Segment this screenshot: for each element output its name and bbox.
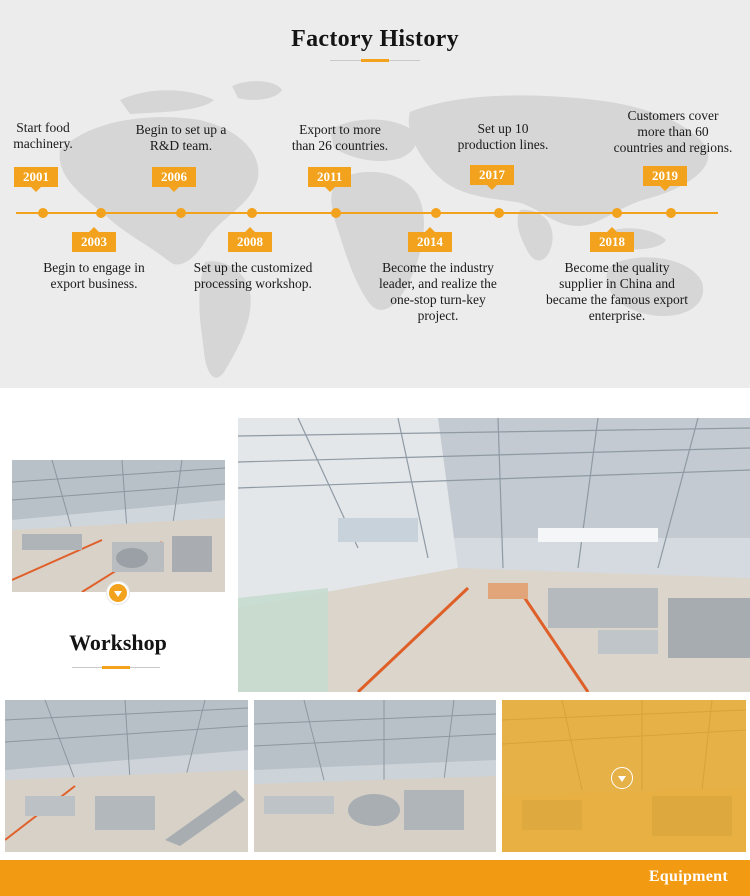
year-badge-2014: 2014: [408, 227, 452, 252]
timeline-dot-2018: [612, 208, 622, 218]
factory-hall-image: [238, 418, 750, 692]
chevron-down-circle-icon[interactable]: [107, 582, 129, 604]
year-badge-2001: 2001: [14, 167, 58, 192]
world-map-background: [59, 81, 709, 378]
timeline-dot-2019: [666, 208, 676, 218]
timeline-dot-2003: [96, 208, 106, 218]
year-badge-2019: 2019: [643, 166, 687, 191]
workshop-photo-small[interactable]: [12, 460, 225, 592]
chevron-down-circle-icon[interactable]: [611, 767, 633, 789]
processing-machines-image: [254, 700, 496, 852]
timeline-dot-2011: [331, 208, 341, 218]
workshop-title: Workshop: [69, 630, 167, 655]
timeline-dot-2017: [494, 208, 504, 218]
factory-history-section: Factory History 2001 2003 2006 2008 2011…: [0, 0, 750, 388]
timeline-dot-2008: [247, 208, 257, 218]
footer-bar: Equipment: [0, 860, 750, 896]
workshop-photo-bottom-1[interactable]: [5, 700, 248, 852]
timeline-dot-2014: [431, 208, 441, 218]
production-line-image: [5, 700, 248, 852]
workshop-photo-bottom-2[interactable]: [254, 700, 496, 852]
year-badge-2018: 2018: [590, 227, 634, 252]
workshop-title-divider-accent: [102, 666, 130, 669]
timeline-line: [16, 212, 718, 214]
year-badge-2017: 2017: [470, 165, 514, 190]
timeline-dot-2006: [176, 208, 186, 218]
year-badge-2003: 2003: [72, 227, 116, 252]
year-badge-2006: 2006: [152, 167, 196, 192]
year-badge-2008: 2008: [228, 227, 272, 252]
workshop-photo-large[interactable]: [238, 418, 750, 692]
timeline-dot-2001: [38, 208, 48, 218]
factory-interior-image: [12, 460, 225, 592]
title-divider-accent: [361, 59, 389, 62]
year-badge-2011: 2011: [308, 167, 352, 192]
history-title: Factory History: [291, 26, 459, 52]
equipment-label[interactable]: Equipment: [648, 868, 728, 885]
